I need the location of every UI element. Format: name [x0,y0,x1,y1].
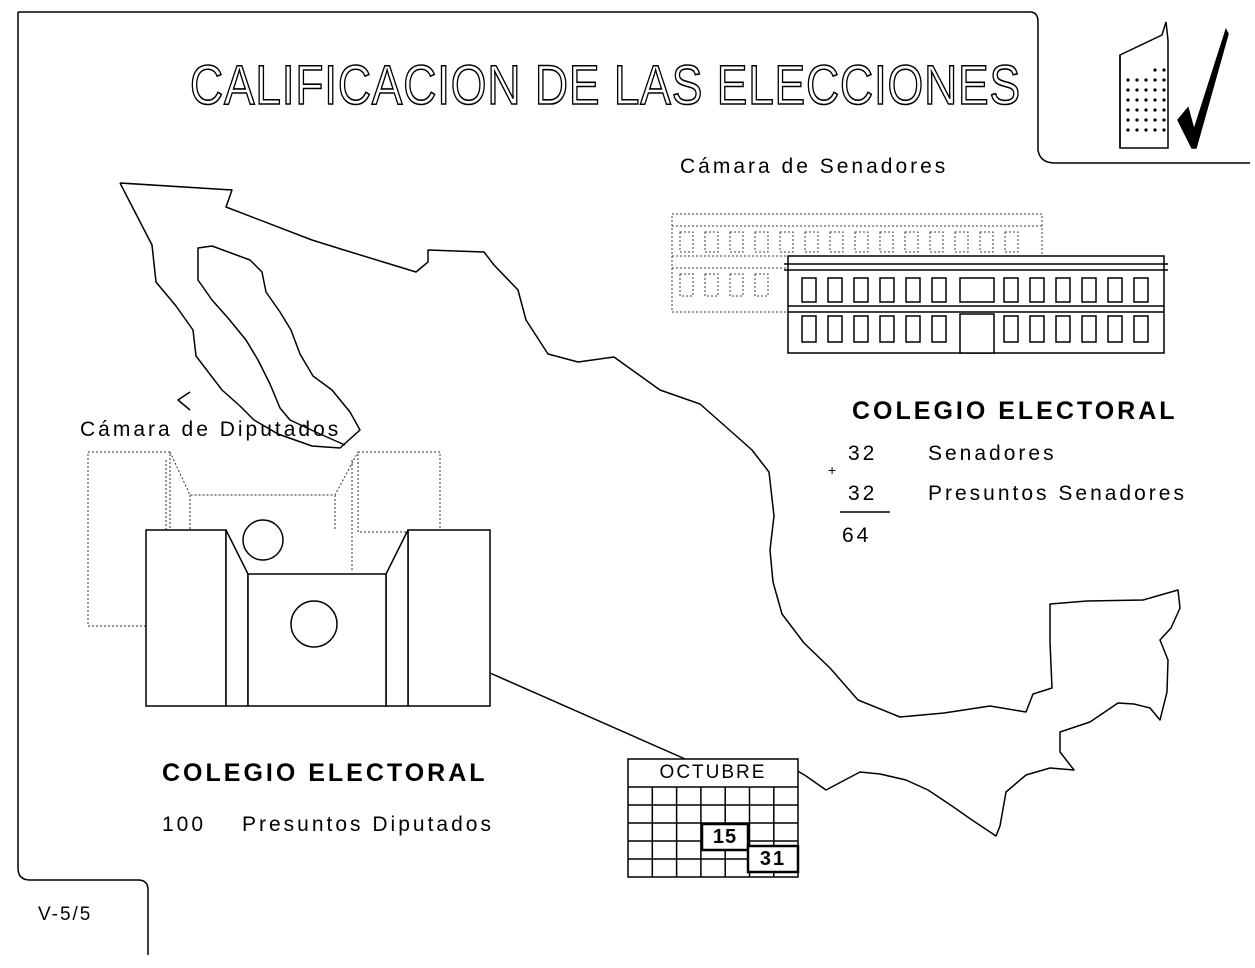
deputies-label: Cámara de Diputados [80,418,342,441]
deputies-colegio-title: COLEGIO ELECTORAL [162,759,488,787]
page-title: CALIFICACION DE LAS ELECCIONES [189,52,1021,117]
senate-label: Cámara de Senadores [680,155,949,178]
calendar-day-15: 15 [712,826,738,848]
senate-row-1-text: Senadores [928,442,1057,465]
senate-total: 64 [842,524,872,547]
page-code: V-5/5 [38,904,93,925]
senate-row-1-number: 32 [848,442,878,465]
deputies-building-icon [87,451,491,707]
senate-row-2-text: Presuntos Senadores [928,482,1187,505]
calendar-month: OCTUBRE [659,762,767,783]
senate-building-icon [671,213,1168,354]
calendar-icon [627,758,800,878]
page-border [18,11,1250,164]
ballot-box-check-icon [1119,21,1229,149]
mexico-map-icon [119,182,1181,837]
plus-sign: + [828,462,837,478]
deputies-text: Presuntos Diputados [242,813,494,836]
senate-colegio-title: COLEGIO ELECTORAL [852,397,1178,425]
senate-row-2-number: 32 [848,482,878,505]
deputies-number: 100 [162,813,207,836]
calendar-day-31: 31 [759,848,787,870]
page-border-left [17,12,149,955]
